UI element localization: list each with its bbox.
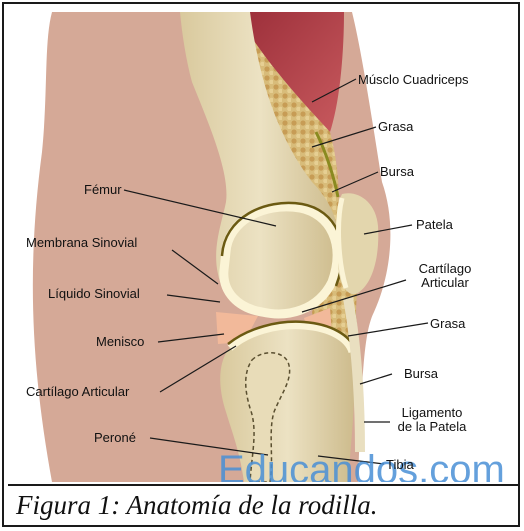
label-bursa-bottom: Bursa <box>404 366 438 381</box>
knee-illustration: Educandos.com Músclo Cuadriceps Grasa Bu… <box>12 12 520 482</box>
figure-frame: Educandos.com Músclo Cuadriceps Grasa Bu… <box>2 2 520 527</box>
caption-divider <box>8 484 520 486</box>
figure-caption: Figura 1: Anatomía de la rodilla. <box>16 490 378 521</box>
label-cartilago-right-line2: Articular <box>410 276 480 290</box>
label-perone: Peroné <box>94 430 136 445</box>
label-grasa-top: Grasa <box>378 119 413 134</box>
label-liquido-sinovial: Líquido Sinovial <box>48 286 140 301</box>
label-membrana-sinovial: Membrana Sinovial <box>26 235 137 250</box>
label-ligamento-patela: Ligamento de la Patela <box>392 406 472 434</box>
label-musculo-cuadriceps: Músclo Cuadriceps <box>358 72 469 87</box>
label-grasa-mid: Grasa <box>430 316 465 331</box>
label-patela: Patela <box>416 217 453 232</box>
label-cartilago-articular-right: Cartílago Articular <box>410 262 480 290</box>
label-bursa-top: Bursa <box>380 164 414 179</box>
label-ligamento-line1: Ligamento <box>392 406 472 420</box>
label-tibia: Tibia <box>386 457 414 472</box>
label-cartilago-right-line1: Cartílago <box>410 262 480 276</box>
label-menisco: Menisco <box>96 334 144 349</box>
label-ligamento-line2: de la Patela <box>392 420 472 434</box>
label-femur: Fémur <box>84 182 122 197</box>
watermark: Educandos.com <box>218 448 520 482</box>
label-cartilago-articular-left: Cartílago Articular <box>26 384 129 399</box>
